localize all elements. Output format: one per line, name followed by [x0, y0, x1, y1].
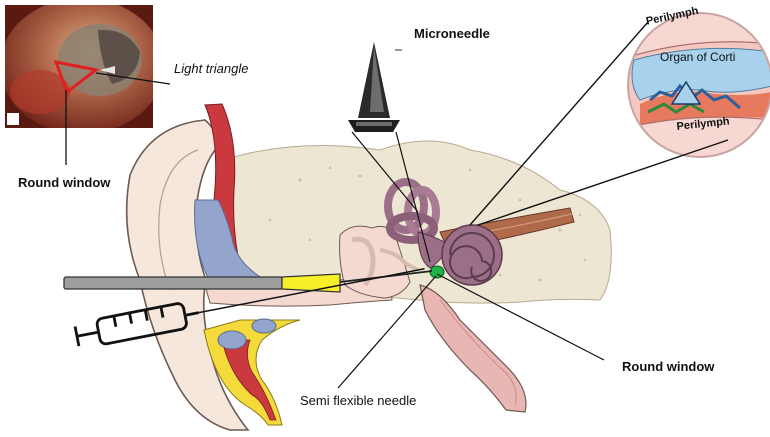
cochlea [441, 224, 503, 286]
needle-leader [337, 275, 437, 389]
tube-inner-line [439, 299, 517, 406]
incus-stapes [379, 248, 419, 272]
photo-scale-marker [7, 113, 19, 125]
malleus [351, 236, 376, 287]
vestibule [417, 231, 451, 269]
microneedle-cone-left [351, 131, 419, 213]
inset-leader-top [469, 21, 649, 226]
round-window-leader-right [436, 273, 605, 361]
upper-cartilage [194, 199, 264, 279]
bone-texture [268, 166, 587, 282]
lower-cartilage-a [217, 330, 247, 350]
helix-fold [158, 149, 199, 291]
eustachian-tube [419, 284, 527, 413]
light-reflex [100, 66, 115, 74]
light-triangle-label: Light triangle [174, 61, 249, 76]
lower-muscle [221, 339, 277, 421]
pinna [125, 119, 250, 431]
semi-flexible-needle-label: Semi flexible needle [300, 393, 417, 408]
round-window-label-top: Round window [18, 175, 111, 190]
inset-leader-bottom [477, 139, 729, 226]
organ-of-corti-label: Organ of Corti [660, 50, 736, 64]
microneedle-image [348, 42, 400, 132]
round-window-label-right: Round window [622, 359, 715, 374]
lower-cartilage-b [251, 318, 277, 334]
light-triangle-leader [95, 72, 171, 85]
light-triangle-marker [53, 60, 100, 95]
microneedle-cone-right [395, 131, 431, 263]
microneedle-label: Microneedle [414, 26, 490, 41]
inset-border [627, 12, 770, 158]
syringe [73, 268, 425, 347]
